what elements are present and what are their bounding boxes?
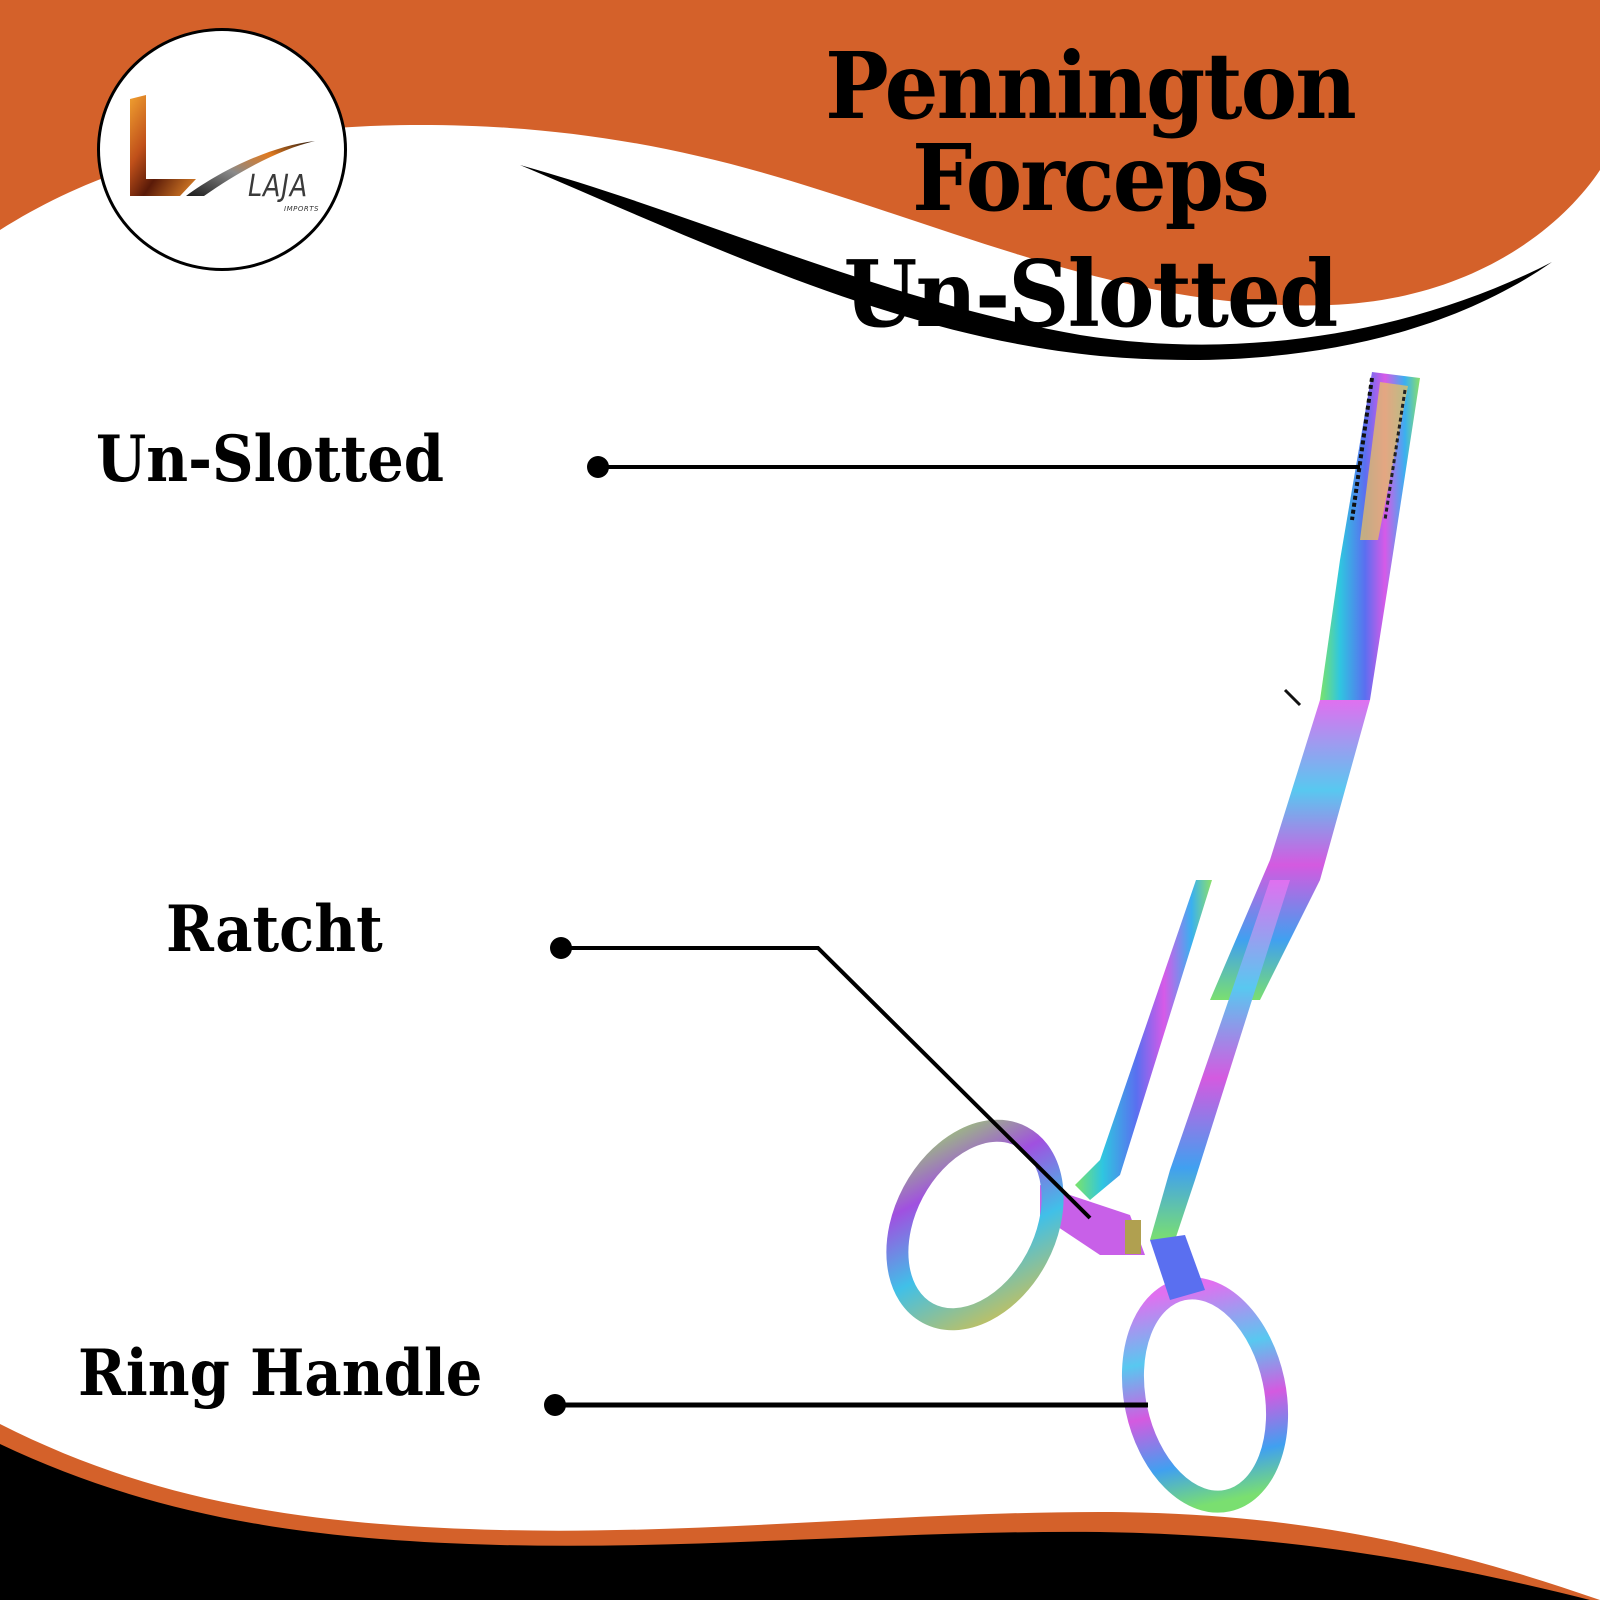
page-title: Pennington Forceps Un-Slotted bbox=[610, 40, 1570, 340]
callout-label-ring-handle: Ring Handle bbox=[78, 1336, 483, 1411]
title-line-2: Un-Slotted bbox=[843, 240, 1338, 348]
top-orange-band bbox=[0, 0, 1600, 306]
laja-imports-logo: LAJA IMPORTS bbox=[97, 28, 347, 271]
logo-mark-icon bbox=[130, 95, 315, 196]
bottom-black-band bbox=[0, 1444, 1590, 1600]
callout-label-ratchet: Ratcht bbox=[166, 892, 383, 967]
logo-brand-text: LAJA bbox=[248, 169, 309, 204]
callout-label-unslotted: Un-Slotted bbox=[96, 422, 445, 497]
title-line-1: Pennington Forceps bbox=[825, 32, 1357, 232]
logo-subtitle-text: IMPORTS bbox=[284, 205, 319, 213]
